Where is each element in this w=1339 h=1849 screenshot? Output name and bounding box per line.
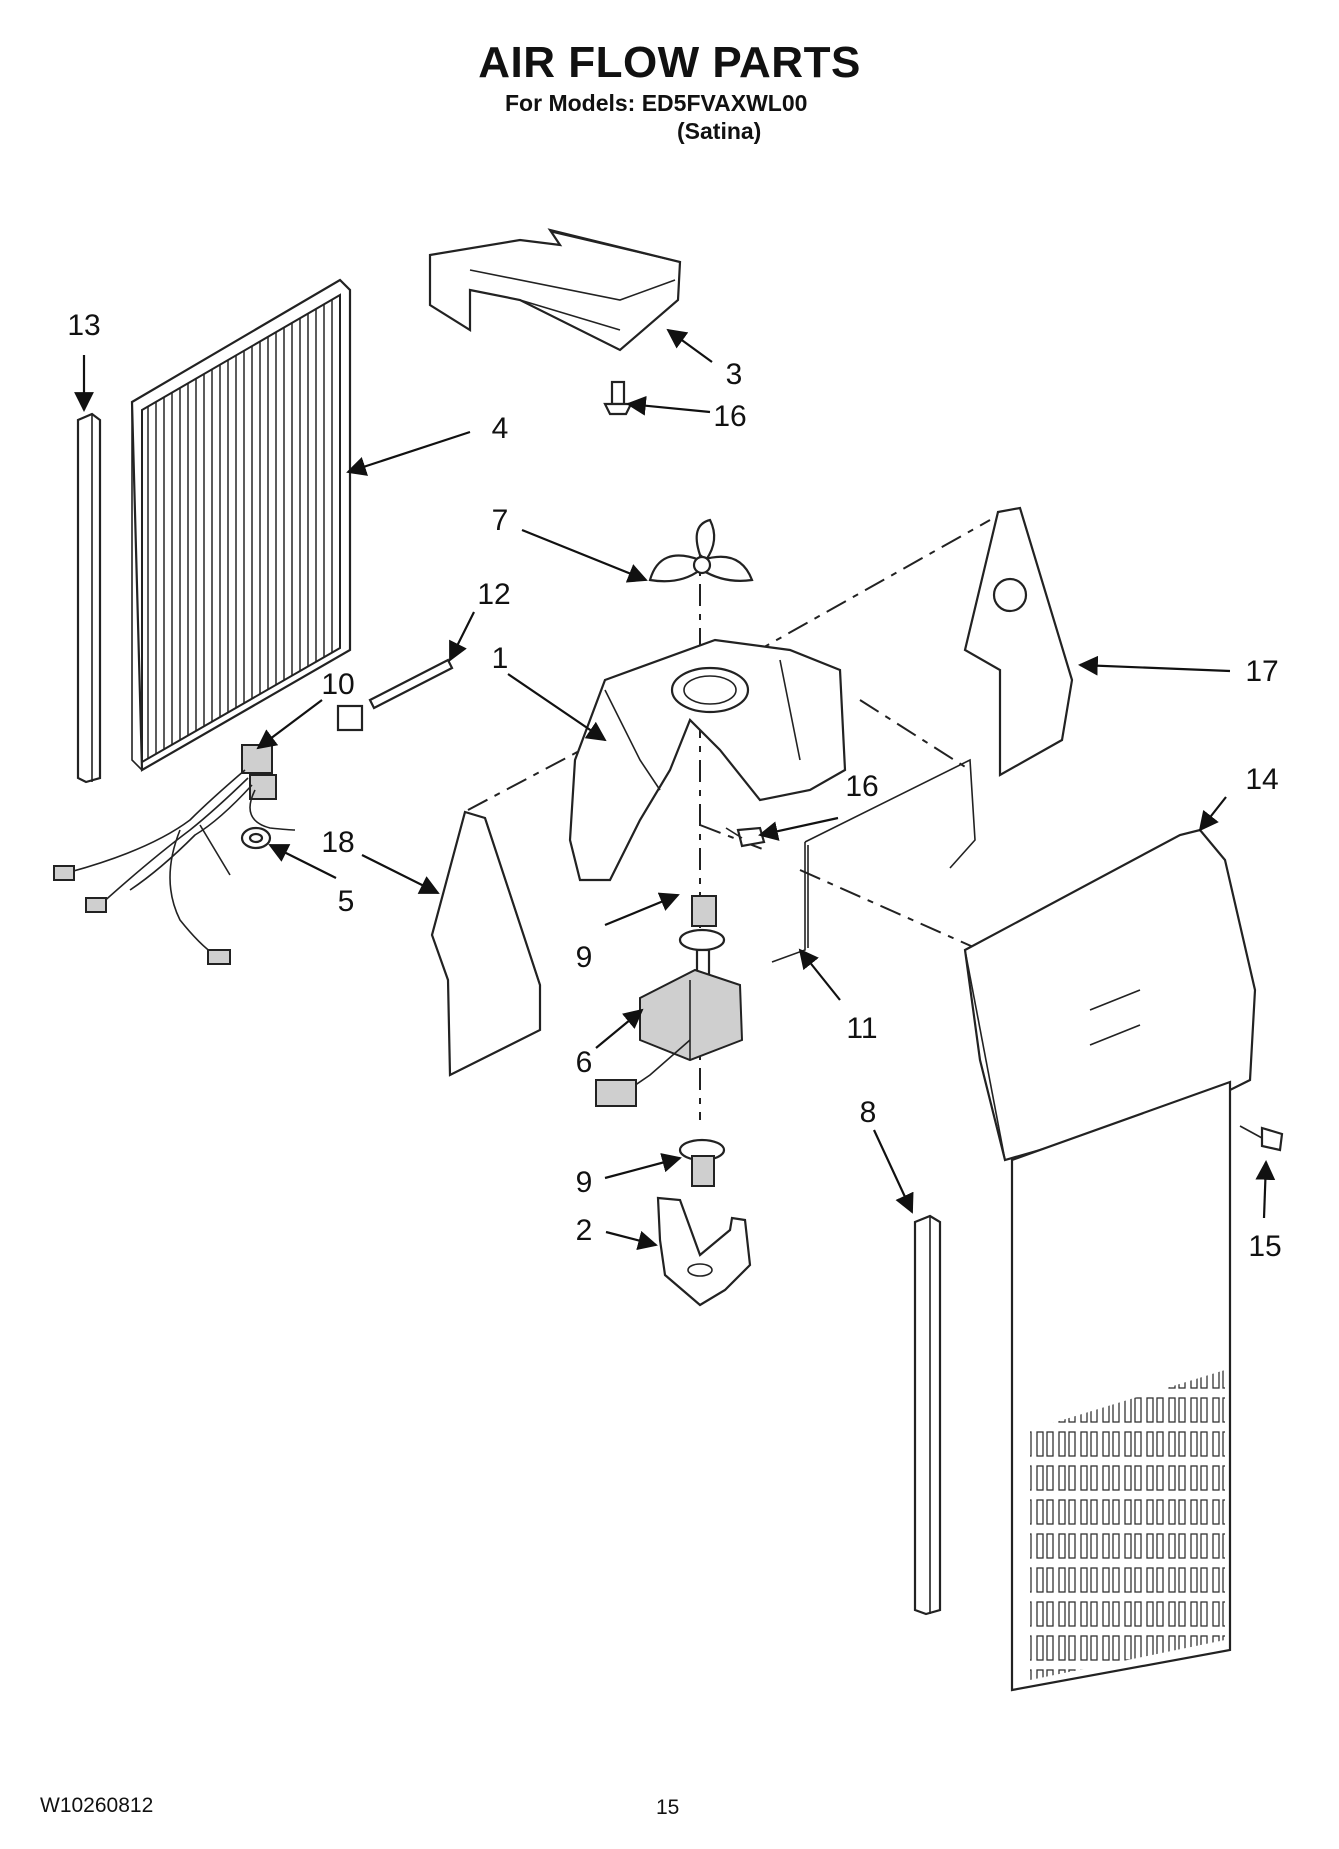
callout-17: 17	[1245, 655, 1278, 688]
models-line: For Models: ED5FVAXWL00	[505, 90, 808, 116]
screw-15	[1239, 1125, 1284, 1152]
page-number: 15	[656, 1796, 680, 1819]
bushing-upper	[678, 895, 726, 952]
fan-blade	[648, 518, 754, 583]
foam-strip-left	[76, 412, 102, 784]
callout-8: 8	[860, 1096, 877, 1129]
document-number: W10260812	[40, 1794, 154, 1817]
callout-15: 15	[1248, 1230, 1281, 1263]
bushing-lower	[678, 1138, 726, 1187]
wiring-harness	[53, 744, 296, 965]
callout-1: 1	[492, 642, 509, 675]
alignment-lines	[467, 248, 991, 1120]
callout-18: 18	[321, 826, 354, 859]
evaporator-panel	[130, 278, 352, 772]
baffle-right	[963, 506, 1074, 777]
callout-2: 2	[576, 1214, 593, 1247]
callout-12: 12	[477, 578, 510, 611]
callout-labels: 13 4 3 16 7 12 10 1 17 14 16 18 5 9 11 6…	[67, 309, 1281, 1263]
leader-lines	[74, 328, 1276, 1251]
callout-3: 3	[726, 358, 743, 391]
air-duct-top	[428, 228, 682, 352]
callout-6: 6	[576, 1046, 593, 1079]
page-title: AIR FLOW PARTS	[478, 38, 861, 87]
fan-motor	[595, 948, 744, 1107]
air-duct-cover	[963, 828, 1257, 1692]
callout-16-mid: 16	[845, 770, 878, 803]
callout-7: 7	[492, 504, 509, 537]
callout-11: 11	[846, 1012, 877, 1045]
callout-16-top: 16	[713, 400, 746, 433]
grommet	[240, 826, 272, 850]
callout-5: 5	[338, 885, 355, 918]
callout-14: 14	[1245, 763, 1278, 796]
model-variant: (Satina)	[677, 118, 762, 144]
screw-top	[603, 380, 633, 416]
callout-9-upper: 9	[576, 941, 593, 974]
callout-13: 13	[67, 309, 100, 342]
fan-shroud	[568, 638, 847, 882]
motor-bracket	[656, 1196, 752, 1307]
callout-10: 10	[321, 668, 354, 701]
cable-tie	[336, 658, 454, 732]
foam-strip-right	[913, 1214, 942, 1616]
screw-mid	[725, 826, 766, 848]
callout-9-lower: 9	[576, 1166, 593, 1199]
callout-4: 4	[492, 412, 509, 445]
baffle-left	[430, 810, 542, 1077]
